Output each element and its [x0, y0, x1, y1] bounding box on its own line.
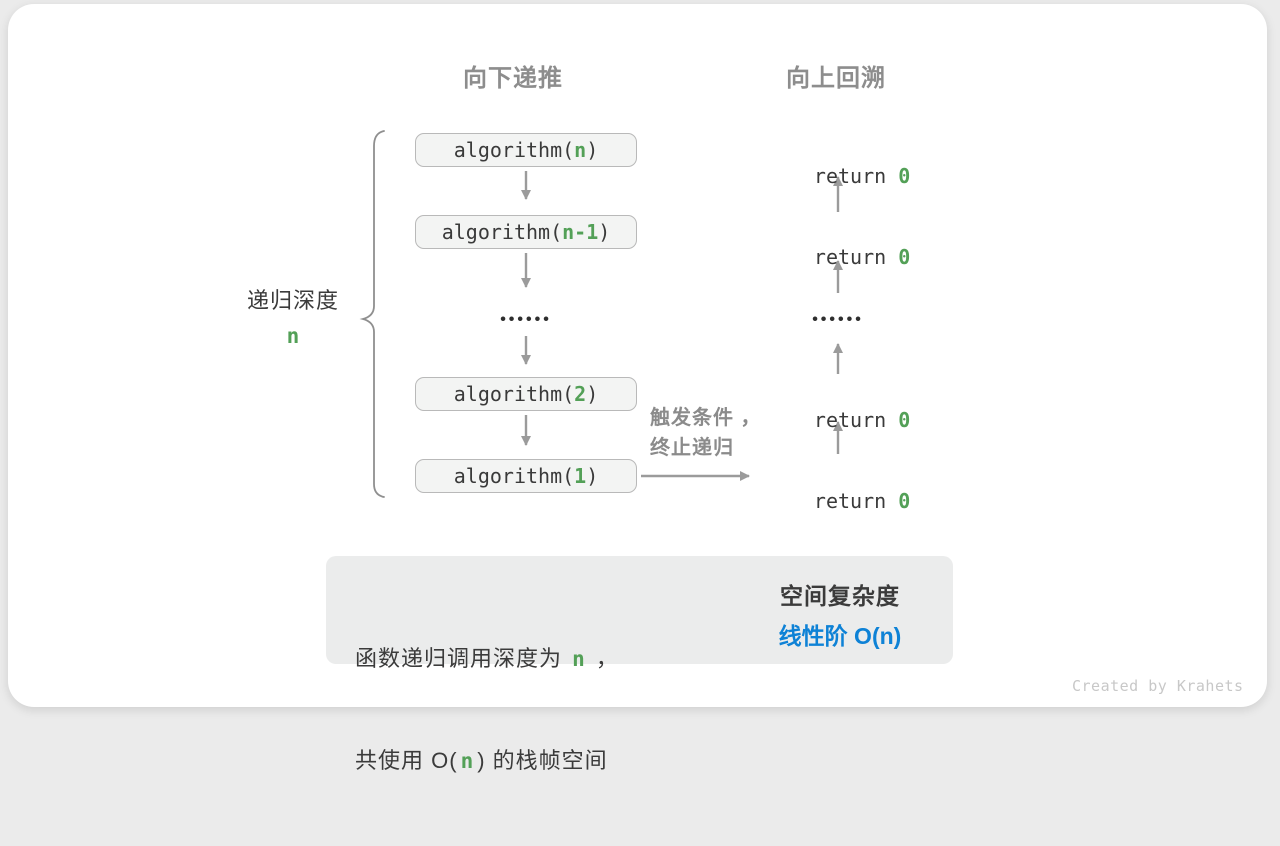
code-text: ) — [586, 138, 599, 162]
header-upward-backtracking: 向上回溯 — [786, 65, 886, 92]
code-text: return — [813, 164, 899, 188]
code-text: ) — [598, 220, 611, 244]
trigger-line-1: 触发条件 ， — [650, 407, 762, 429]
code-text: algorithm( — [453, 138, 575, 162]
summary-var-n: n — [460, 749, 475, 773]
summary-left-line-2: 共使用 O(n) 的栈帧空间 — [355, 744, 619, 778]
space-complexity-title: 空间复杂度 — [780, 583, 900, 609]
call-box-algorithm-2: algorithm(2) — [415, 377, 637, 411]
summary-text: 共使用 O( — [355, 748, 458, 773]
ellipsis-left: •••••• — [500, 311, 552, 328]
recursion-space-diagram: 向下递推 向上回溯 递归深度 n algorithm(n) algorithm(… — [8, 4, 1267, 773]
call-box-algorithm-n-1: algorithm(n-1) — [415, 215, 637, 249]
code-text: ) — [586, 382, 599, 406]
return-label-2: return 0 — [760, 218, 916, 296]
summary-text: ， — [588, 646, 619, 671]
return-value: 0 — [898, 489, 911, 513]
code-arg: n-1 — [562, 220, 599, 244]
call-box-algorithm-1: algorithm(1) — [415, 459, 637, 493]
space-complexity-value: 线性阶 O(n) — [778, 623, 902, 649]
summary-text: ) 的栈帧空间 — [477, 748, 608, 773]
return-label-3: return 0 — [760, 381, 916, 459]
return-label-1: return 0 — [760, 137, 916, 215]
trigger-line-2: 终止递归 — [650, 437, 734, 459]
watermark-credit: Created by Krahets — [1072, 677, 1244, 695]
code-arg: n — [574, 138, 587, 162]
code-text: return — [813, 489, 899, 513]
depth-label-text: 递归深度 — [246, 288, 339, 313]
summary-left-text: 函数递归调用深度为 n ， 共使用 O(n) 的栈帧空间 — [355, 574, 619, 846]
header-downward-recursion: 向下递推 — [463, 65, 563, 92]
code-text: algorithm( — [441, 220, 563, 244]
summary-var-n: n — [572, 647, 586, 671]
return-value: 0 — [898, 408, 911, 432]
return-value: 0 — [898, 164, 911, 188]
depth-variable: n — [286, 324, 300, 348]
return-label-4: return 0 — [760, 462, 916, 540]
ellipsis-right: •••••• — [812, 311, 864, 328]
summary-box: 函数递归调用深度为 n ， 共使用 O(n) 的栈帧空间 空间复杂度 线性阶 O… — [326, 556, 953, 773]
code-text: algorithm( — [453, 382, 575, 406]
code-arg: 2 — [574, 382, 587, 406]
call-box-algorithm-n: algorithm(n) — [415, 133, 637, 167]
code-text: ) — [586, 464, 599, 488]
recursion-depth-label: 递归深度 n — [213, 283, 373, 348]
code-text: return — [813, 245, 899, 269]
code-text: return — [813, 408, 899, 432]
code-text: algorithm( — [453, 464, 575, 488]
summary-left-line-1: 函数递归调用深度为 n ， — [355, 642, 619, 676]
code-arg: 1 — [574, 464, 587, 488]
summary-text: 函数递归调用深度为 — [355, 646, 570, 671]
trigger-condition-note: 触发条件 ， 终止递归 — [650, 403, 790, 463]
return-value: 0 — [898, 245, 911, 269]
